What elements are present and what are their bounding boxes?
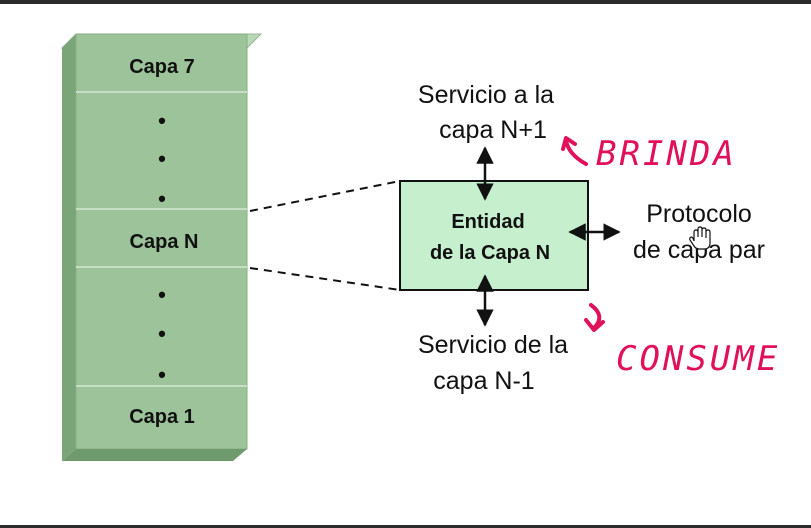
layer-stack: Capa 7 • • • Capa N • • • Capa 1	[60, 33, 263, 461]
layer-1-label: Capa 1	[129, 406, 195, 428]
ellipsis-dot: •	[158, 146, 166, 171]
service-up-label-line1: Servicio a la	[418, 81, 554, 109]
brinda-arrowhead	[561, 136, 577, 151]
brinda-annotation: BRINDA	[561, 134, 737, 174]
ellipsis-dot: •	[158, 282, 166, 307]
layer-n-label: Capa N	[130, 231, 199, 253]
stack-bottom-face	[62, 449, 247, 461]
entity-label-line1: Entidad	[451, 211, 524, 233]
ellipsis-dot: •	[158, 108, 166, 133]
layer-7-label: Capa 7	[129, 56, 195, 78]
zoom-line-top	[249, 180, 401, 212]
consume-annotation: CONSUME	[584, 303, 780, 379]
zoom-line-bottom	[249, 267, 401, 291]
slide: Capa 7 • • • Capa N • • • Capa 1 Entidad…	[0, 4, 811, 525]
stack-front-face	[75, 33, 248, 450]
protocol-label-line1: Protocolo	[646, 200, 752, 228]
entity-label-line2: de la Capa N	[430, 242, 550, 264]
ellipsis-dot: •	[158, 186, 166, 211]
consume-arrowhead	[584, 318, 605, 332]
stack-side-face	[62, 34, 76, 461]
hand-cursor-icon	[689, 226, 711, 250]
service-down-label-line1: Servicio de la	[418, 331, 568, 359]
brinda-text: BRINDA	[596, 134, 737, 174]
service-up-label-line2: capa N+1	[439, 116, 547, 144]
consume-text: CONSUME	[616, 339, 780, 379]
ellipsis-dot: •	[158, 321, 166, 346]
layer-diagram: Capa 7 • • • Capa N • • • Capa 1 Entidad…	[60, 33, 780, 461]
ellipsis-dot: •	[158, 362, 166, 387]
service-down-label-line2: capa N-1	[433, 367, 534, 395]
entity-box	[399, 180, 589, 291]
